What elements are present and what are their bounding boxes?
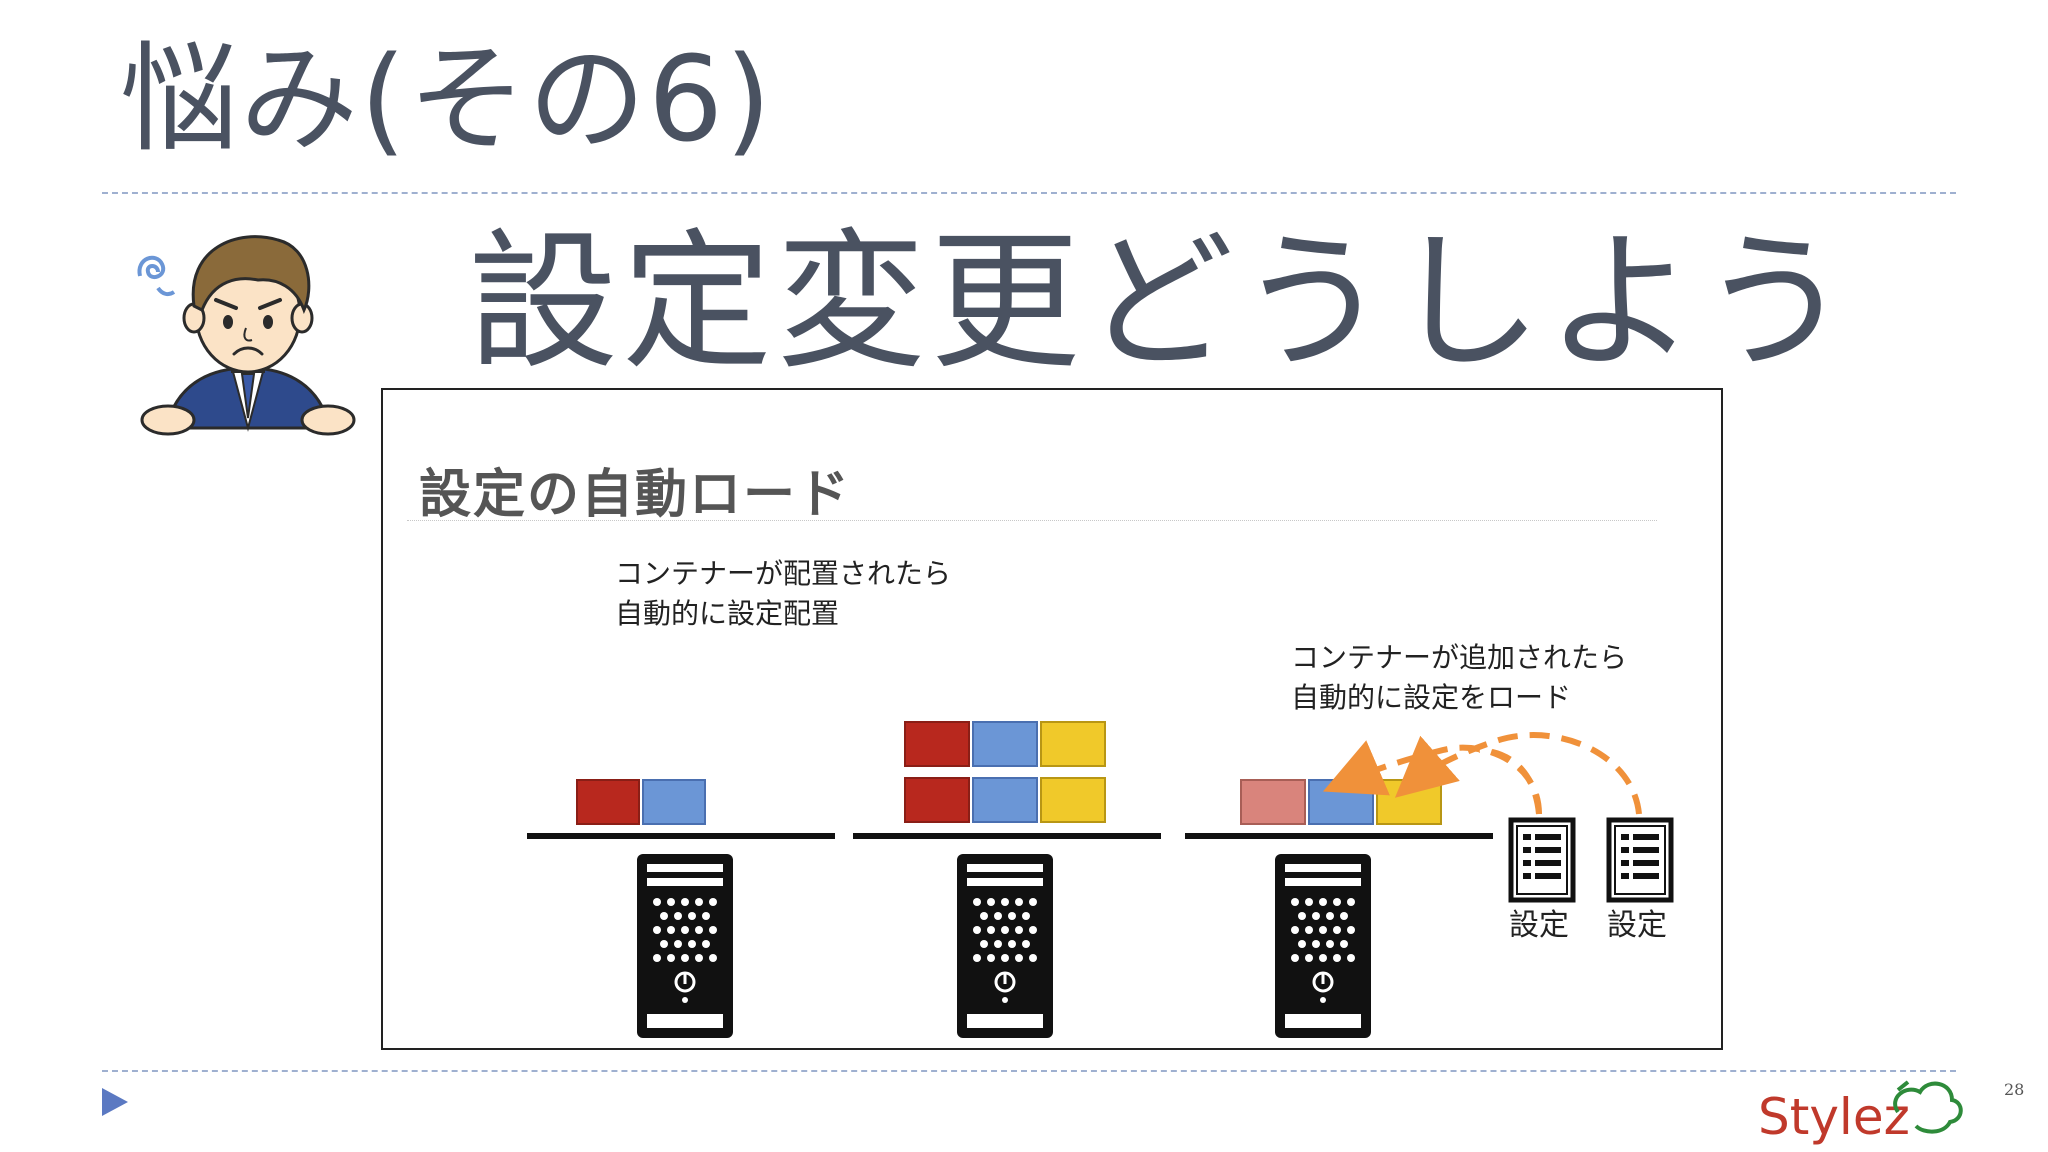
slide-title: 悩み(その6) (120, 30, 774, 168)
container-pink (1240, 779, 1306, 825)
container-blue (972, 721, 1038, 767)
note-placement: コンテナーが配置されたら 自動的に設定配置 (615, 554, 951, 634)
container-red (576, 779, 640, 825)
container-blue (972, 777, 1038, 823)
container-red (904, 721, 970, 767)
title-divider (102, 192, 1956, 194)
note-placement-line-2: 自動的に設定配置 (615, 597, 840, 630)
note-addition-line-2: 自動的に設定をロード (1291, 681, 1572, 714)
logo-text: Stylez (1758, 1088, 1910, 1146)
slide-subtitle: 設定変更どうしよう (468, 216, 1855, 390)
note-addition-line-1: コンテナーが追加されたら (1291, 641, 1628, 674)
worried-man-icon (137, 235, 356, 436)
server-tower-icon (1273, 852, 1373, 1040)
config-document-icon (1609, 820, 1671, 900)
stylez-logo: Stylez (1758, 1080, 1963, 1146)
container-blue (1308, 779, 1374, 825)
config-document-icon (1511, 820, 1573, 900)
config-label: 設定 (1607, 908, 1667, 943)
embedded-figure: 設定の自動ロード コンテナーが配置されたら 自動的に設定配置 コンテナーが追加さ… (381, 388, 1723, 1050)
server-tower-icon (955, 852, 1055, 1040)
figure-title: 設定の自動ロード (419, 465, 852, 525)
container-red (904, 777, 970, 823)
note-addition: コンテナーが追加されたら 自動的に設定をロード (1291, 638, 1627, 718)
load-arrow (1394, 732, 1642, 815)
container-yellow (1040, 777, 1106, 823)
cloud-icon (1893, 1081, 1963, 1134)
play-triangle-icon[interactable] (102, 1088, 128, 1116)
container-yellow (1040, 721, 1106, 767)
load-arrow (1478, 747, 1542, 815)
deployment-diagram (527, 721, 1721, 1040)
page-number: 28 (2004, 1080, 2025, 1099)
container-yellow (1376, 779, 1442, 825)
figure-title-divider (407, 520, 1657, 521)
config-label: 設定 (1509, 908, 1569, 943)
footer-divider (102, 1070, 1956, 1072)
server-tower-icon (635, 852, 735, 1040)
note-placement-line-1: コンテナーが配置されたら (615, 557, 952, 590)
container-blue (642, 779, 706, 825)
